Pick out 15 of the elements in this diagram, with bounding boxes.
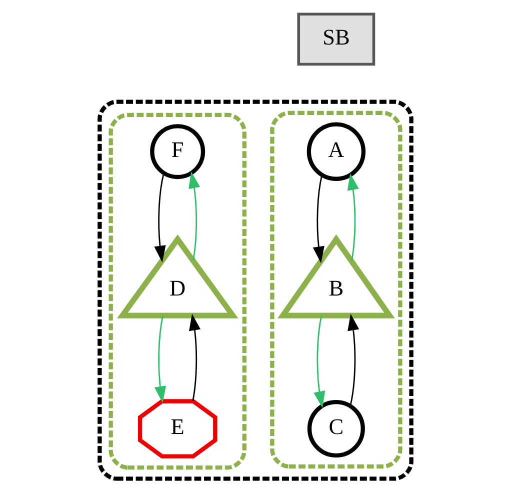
cluster xyxy=(97,100,413,481)
arrow xyxy=(154,316,166,404)
node-circle: F xyxy=(150,124,205,180)
cluster xyxy=(270,110,402,469)
node-circle: A xyxy=(306,122,366,181)
arrow xyxy=(188,314,200,402)
node-circle: C xyxy=(306,400,364,458)
arrow xyxy=(313,316,325,408)
arrow xyxy=(312,175,324,264)
node-box: SB xyxy=(296,12,375,66)
arrow xyxy=(188,172,200,260)
cluster xyxy=(108,112,246,470)
arrow xyxy=(347,314,359,406)
arrow xyxy=(154,173,166,262)
arrow xyxy=(346,173,358,262)
